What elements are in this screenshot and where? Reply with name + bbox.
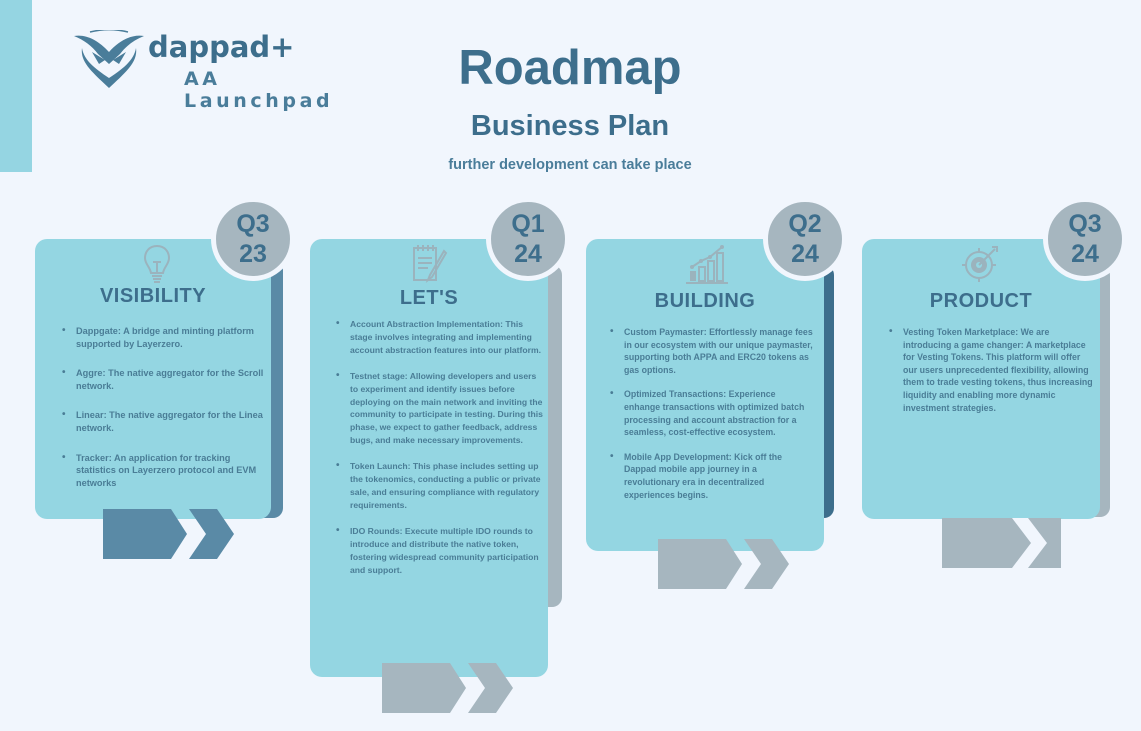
phase-4-card: PRODUCT Vesting Token Marketplace: We ar… — [862, 239, 1100, 519]
phase-4-quarter-badge: Q3 24 — [1043, 197, 1127, 281]
year-label: 24 — [514, 240, 542, 268]
quarter-label: Q1 — [511, 210, 545, 238]
decorative-side-bar — [0, 0, 32, 172]
phase-3-list: Custom Paymaster: Effortlessly manage fe… — [608, 326, 814, 513]
list-item: Tracker: An application for tracking sta… — [60, 452, 265, 490]
chevron-arrow-icon — [658, 539, 789, 589]
list-item: Optimized Transactions: Experience enhan… — [608, 388, 814, 438]
phase-1-card: VISIBILITY Dappgate: A bridge and mintin… — [35, 239, 271, 519]
chevron-arrow-icon — [103, 509, 234, 559]
phase-3-card: BUILDING Custom Paymaster: Effortlessly … — [586, 239, 824, 551]
phase-2-card: LET'S Account Abstraction Implementation… — [310, 239, 548, 677]
lightbulb-icon — [143, 244, 171, 283]
phase-2-quarter-badge: Q1 24 — [486, 197, 570, 281]
chevron-arrow-icon — [942, 518, 1061, 568]
year-label: 23 — [239, 240, 267, 268]
phase-3-quarter-badge: Q2 24 — [763, 197, 847, 281]
list-item: Aggre: The native aggregator for the Scr… — [60, 367, 265, 392]
phase-1-title: VISIBILITY — [99, 285, 207, 307]
year-label: 24 — [1071, 240, 1099, 268]
phase-2-title: LET'S — [399, 287, 459, 309]
phase-4-title: PRODUCT — [929, 290, 1033, 312]
list-item: Account Abstraction Implementation: This… — [334, 318, 544, 357]
page-tagline: further development can take place — [448, 157, 692, 173]
chevron-arrow-icon — [382, 663, 513, 713]
phase-2-list: Account Abstraction Implementation: This… — [334, 318, 544, 588]
list-item: Linear: The native aggregator for the Li… — [60, 409, 265, 434]
quarter-label: Q3 — [1068, 210, 1102, 238]
list-item: Vesting Token Marketplace: We are introd… — [887, 326, 1095, 414]
list-item: Token Launch: This phase includes settin… — [334, 460, 544, 512]
year-label: 24 — [791, 240, 819, 268]
quarter-label: Q3 — [236, 210, 270, 238]
page-subtitle: Business Plan — [470, 110, 670, 142]
phase-1-list: Dappgate: A bridge and minting platform … — [60, 325, 265, 501]
owl-logo-icon — [74, 30, 144, 88]
page-title: Roadmap — [458, 41, 682, 95]
growth-chart-icon — [686, 245, 728, 284]
target-dart-icon — [962, 246, 998, 282]
notepad-pencil-icon — [413, 245, 448, 283]
list-item: Dappgate: A bridge and minting platform … — [60, 325, 265, 350]
quarter-label: Q2 — [788, 210, 822, 238]
phase-1-quarter-badge: Q3 23 — [211, 197, 295, 281]
phase-3-title: BUILDING — [654, 290, 756, 312]
brand-name: dappad+ — [148, 30, 295, 64]
brand-subtitle: AA Launchpad — [184, 68, 334, 112]
list-item: IDO Rounds: Execute multiple IDO rounds … — [334, 525, 544, 577]
phase-4-list: Vesting Token Marketplace: We are introd… — [887, 326, 1095, 426]
list-item: Custom Paymaster: Effortlessly manage fe… — [608, 326, 814, 376]
list-item: Mobile App Development: Kick off the Dap… — [608, 451, 814, 501]
brand-logo: dappad+ AA Launchpad — [72, 30, 372, 112]
list-item: Testnet stage: Allowing developers and u… — [334, 370, 544, 447]
